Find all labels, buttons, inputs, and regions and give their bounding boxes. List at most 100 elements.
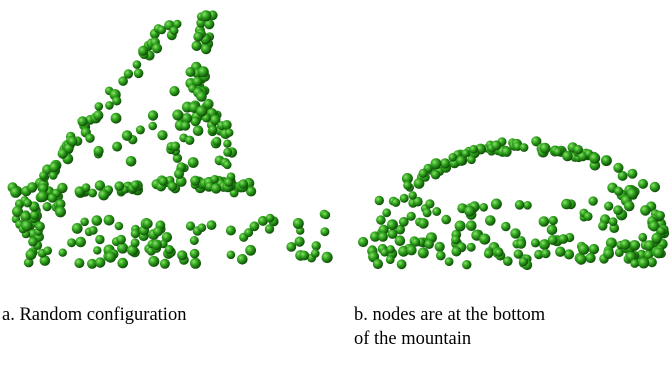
node-sphere (406, 211, 416, 221)
node-sphere (561, 198, 572, 210)
node-sphere (479, 203, 488, 212)
node-sphere (12, 206, 23, 217)
node-sphere (167, 181, 178, 192)
node-sphere (58, 248, 67, 257)
node-sphere (127, 244, 138, 256)
node-sphere (448, 153, 457, 162)
node-sphere (110, 112, 122, 124)
node-sphere (374, 195, 384, 206)
node-sphere (112, 96, 122, 106)
node-sphere (223, 147, 233, 157)
node-sphere (204, 19, 215, 30)
node-sphere (378, 232, 388, 242)
node-sphere (451, 246, 462, 257)
node-sphere (193, 31, 204, 42)
node-sphere (238, 179, 248, 189)
node-sphere (614, 186, 624, 196)
node-sphere (614, 248, 624, 257)
node-sphere (265, 213, 275, 223)
node-sphere (501, 146, 512, 157)
node-sphere (189, 236, 199, 245)
node-sphere (39, 171, 48, 180)
node-sphere (77, 116, 88, 127)
node-sphere (530, 238, 540, 248)
node-sphere (640, 205, 651, 216)
node-sphere (386, 245, 395, 254)
node-sphere (224, 177, 234, 187)
panel-b-bottom-of-mountain (358, 136, 670, 271)
node-sphere (501, 221, 511, 232)
node-sphere (153, 226, 163, 237)
node-sphere (651, 232, 662, 244)
node-sphere (604, 201, 614, 211)
node-sphere (74, 258, 85, 269)
node-sphere (490, 198, 502, 210)
node-sphere (172, 153, 183, 163)
node-sphere (558, 234, 569, 244)
node-sphere (192, 76, 203, 87)
node-sphere (75, 236, 86, 248)
node-sphere (311, 241, 321, 251)
node-sphere (148, 121, 157, 131)
node-sphere (434, 241, 445, 252)
node-sphere (539, 239, 550, 250)
node-sphere (541, 248, 551, 259)
node-sphere (29, 210, 40, 220)
node-sphere (135, 125, 145, 135)
node-sphere (523, 201, 532, 210)
node-sphere (411, 237, 421, 247)
node-sphere (294, 236, 305, 247)
node-sphere (398, 245, 409, 257)
node-sphere (430, 169, 441, 180)
node-sphere (299, 250, 310, 261)
node-sphere (387, 229, 398, 239)
node-sphere (439, 158, 451, 169)
node-sphere (209, 114, 221, 126)
node-sphere (210, 183, 222, 194)
node-sphere (180, 121, 191, 131)
node-sphere (483, 249, 494, 259)
node-sphere (57, 182, 68, 194)
node-sphere (138, 45, 149, 56)
node-sphere (585, 252, 596, 264)
node-sphere (403, 181, 412, 190)
node-sphere (185, 135, 195, 145)
node-sphere (436, 250, 446, 261)
node-sphere (23, 198, 32, 208)
node-sphere (485, 215, 496, 226)
node-sphere (176, 176, 187, 187)
node-sphere (91, 215, 103, 226)
node-sphere (104, 251, 117, 263)
node-sphere (519, 143, 529, 152)
node-sphere (531, 136, 542, 147)
node-sphere (514, 200, 525, 210)
node-sphere (372, 258, 383, 270)
node-sphere (648, 220, 660, 232)
node-sphere (42, 202, 52, 212)
node-sphere (539, 142, 551, 154)
node-sphere (170, 141, 181, 152)
node-sphere (169, 26, 179, 36)
node-sphere (387, 220, 398, 230)
node-sphere (538, 216, 550, 227)
node-sphere (518, 257, 529, 267)
node-sphere (221, 120, 232, 130)
node-sphere (627, 168, 638, 179)
node-sphere (516, 239, 526, 249)
node-cloud-a (7, 10, 333, 269)
node-sphere (117, 242, 129, 254)
node-sphere (513, 249, 523, 259)
node-sphere (93, 110, 104, 121)
node-sphere (464, 205, 476, 217)
node-sphere (456, 155, 467, 166)
node-sphere (187, 157, 199, 168)
node-sphere (376, 215, 386, 225)
node-sphere (191, 40, 202, 52)
node-sphere (583, 211, 593, 221)
node-sphere (174, 168, 184, 179)
node-sphere (151, 43, 163, 54)
node-sphere (80, 217, 89, 227)
node-sphere (575, 254, 587, 265)
node-sphere (49, 161, 60, 173)
node-sphere (147, 110, 159, 121)
